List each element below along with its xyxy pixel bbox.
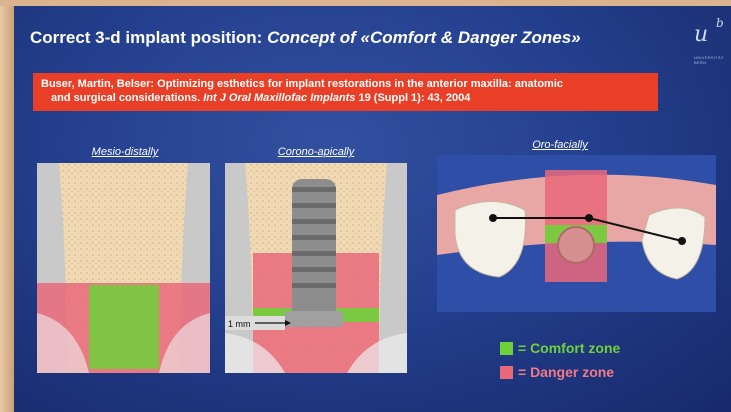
logo-mark: u [694, 22, 708, 47]
comfort-zone [89, 285, 159, 369]
title-emphasis: Concept of «Comfort & Danger Zones» [267, 28, 581, 47]
implant-crosssection [558, 227, 594, 263]
panel-corono-apically: 1 mm [225, 163, 407, 373]
reference-prefix: and surgical considerations. [51, 92, 203, 104]
legend-danger-label: = Danger zone [518, 364, 614, 380]
label-mesio-distally: Mesio-distally [40, 146, 210, 158]
slide-title: Correct 3-d implant position: Concept of… [30, 28, 581, 48]
panel-oro-facially [437, 155, 716, 312]
arch-point-center [585, 214, 593, 222]
label-oro-facially: Oro-facially [500, 139, 620, 151]
panel-mesio-distally [37, 163, 210, 373]
implant [285, 179, 343, 327]
reference-line-1: Buser, Martin, Belser: Optimizing esthet… [41, 77, 650, 91]
legend-danger-swatch [500, 366, 513, 379]
arch-point-right [678, 237, 686, 245]
logo-superscript: b [716, 16, 724, 30]
reference-banner: Buser, Martin, Belser: Optimizing esthet… [33, 73, 658, 111]
reference-journal: Int J Oral Maxillofac Implants [203, 92, 355, 104]
legend-comfort-swatch [500, 342, 513, 355]
reference-line-2: and surgical considerations. Int J Oral … [41, 91, 650, 105]
reference-suffix: 19 (Suppl 1): 43, 2004 [355, 92, 470, 104]
arch-point-left [489, 214, 497, 222]
title-main: Correct 3-d implant position: [30, 28, 267, 47]
university-logo: u b UNIVERSITÄT BERN [690, 22, 730, 82]
measure-label: 1 mm [228, 319, 251, 329]
label-corono-apically: Corono-apically [226, 146, 406, 158]
legend-comfort-label: = Comfort zone [518, 340, 620, 356]
logo-text: UNIVERSITÄT BERN [694, 55, 730, 65]
frame-left [0, 0, 14, 412]
frame-top [0, 0, 731, 6]
